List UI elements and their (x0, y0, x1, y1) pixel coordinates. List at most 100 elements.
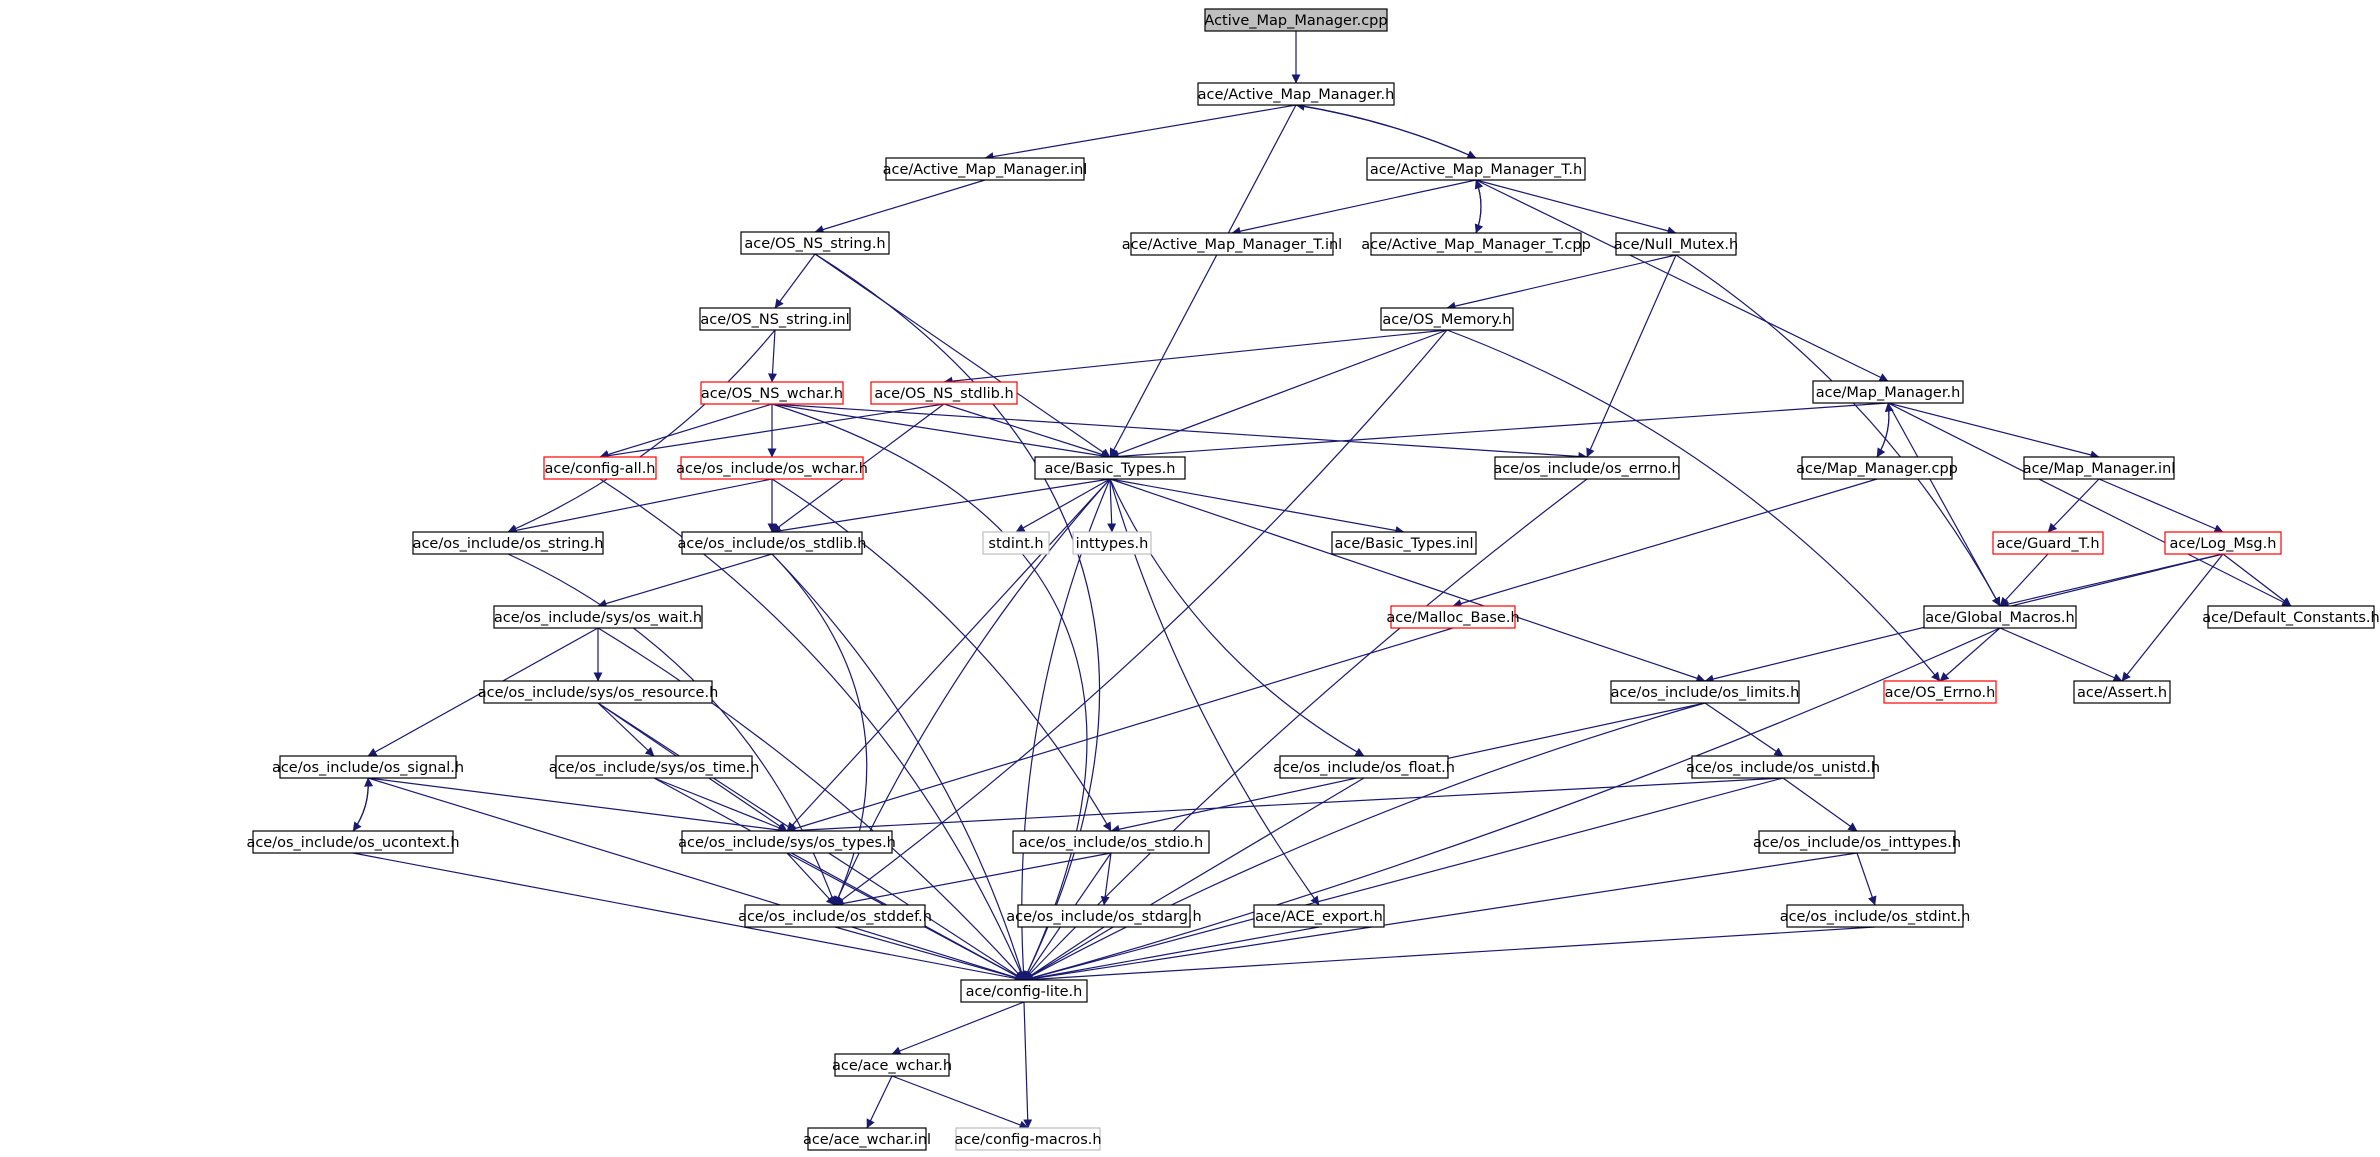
node-n38[interactable]: ace/os_include/os_ucontext.h (246, 830, 460, 854)
node-label: Active_Map_Manager.cpp (1204, 13, 1387, 29)
node-n6[interactable]: ace/Active_Map_Manager_T.cpp (1361, 232, 1591, 256)
edge-n15-to-n39 (786, 478, 1111, 832)
edge-n1-to-n3 (1295, 104, 1477, 159)
edge-n44-to-n46 (1023, 926, 1320, 983)
node-box (279, 755, 457, 779)
node-layer: Active_Map_Manager.cpp ace/Active_Map_Man… (246, 8, 2380, 1151)
node-n25[interactable]: ace/Log_Msg.h (2164, 531, 2282, 555)
edge-n10-to-n15 (771, 403, 1111, 461)
edge-n39-to-n42 (786, 852, 836, 906)
node-n35[interactable]: ace/os_include/sys/os_time.h (549, 755, 760, 779)
node-n31[interactable]: ace/os_include/os_limits.h (1610, 680, 1800, 704)
node-n27[interactable]: ace/Malloc_Base.h (1386, 605, 1520, 629)
node-n15[interactable]: ace/Basic_Types.h (1034, 456, 1186, 480)
node-n7[interactable]: ace/Null_Mutex.h (1614, 232, 1738, 256)
edge-n7-to-n28 (1675, 254, 2001, 607)
edge-n2-to-n4 (814, 179, 986, 234)
node-box (1801, 456, 1953, 480)
node-n14[interactable]: ace/os_include/os_wchar.h (676, 456, 868, 480)
node-n20[interactable]: ace/os_include/os_stdlib.h (678, 531, 867, 555)
node-n43[interactable]: ace/os_include/os_stdarg.h (1006, 904, 1202, 928)
edge-n42-to-n46 (834, 926, 1025, 983)
edge-n3-to-n5 (1231, 179, 1477, 236)
node-box (1366, 157, 1586, 181)
node-n40[interactable]: ace/os_include/os_stdio.h (1012, 830, 1210, 854)
node-n10[interactable]: ace/OS_NS_wchar.h (700, 381, 844, 405)
edge-n27-to-n39 (786, 627, 1454, 833)
node-n1[interactable]: ace/Active_Map_Manager.h (1197, 82, 1395, 106)
node-n16[interactable]: ace/os_include/os_errno.h (1493, 456, 1681, 480)
node-n34[interactable]: ace/os_include/os_signal.h (272, 755, 464, 779)
node-box (1380, 307, 1514, 331)
node-box (834, 1053, 950, 1077)
node-n13[interactable]: ace/config-all.h (543, 456, 657, 480)
node-box (1615, 232, 1737, 256)
node-box (1012, 830, 1210, 854)
node-label: ace/Default_Constants.h (2202, 610, 2379, 626)
node-label: ace/ace_wchar.h (832, 1058, 952, 1074)
edge-n35-to-n39 (653, 777, 788, 833)
node-n22[interactable]: inttypes.h (1072, 531, 1152, 555)
node-n26[interactable]: ace/os_include/sys/os_wait.h (493, 605, 703, 629)
node-n19[interactable]: ace/os_include/os_string.h (412, 531, 604, 555)
node-box (807, 1127, 927, 1151)
edge-layer (352, 31, 2292, 1130)
node-n46[interactable]: ace/config-lite.h (960, 979, 1088, 1003)
edge-n15-to-n21 (1015, 478, 1111, 533)
node-n49[interactable]: ace/config-macros.h (954, 1127, 1102, 1151)
edge-n46-to-n47 (891, 1001, 1025, 1056)
node-label: ace/os_include/os_stdio.h (1019, 835, 1203, 851)
node-n47[interactable]: ace/ace_wchar.h (832, 1053, 952, 1077)
node-n32[interactable]: ace/OS_Errno.h (1883, 680, 1997, 704)
node-n12[interactable]: ace/Map_Manager.h (1812, 380, 1964, 404)
node-n33[interactable]: ace/Assert.h (2073, 680, 2171, 704)
node-n39[interactable]: ace/os_include/sys/os_types.h (678, 830, 896, 854)
node-n4[interactable]: ace/OS_NS_string.h (740, 231, 890, 255)
node-label: ace/os_include/os_limits.h (1611, 685, 1800, 701)
node-n18[interactable]: ace/Map_Manager.inl (2023, 456, 2176, 480)
node-n41[interactable]: ace/os_include/os_inttypes.h (1753, 830, 1961, 854)
node-n17[interactable]: ace/Map_Manager.cpp (1796, 456, 1958, 480)
node-n9[interactable]: ace/OS_Memory.h (1380, 307, 1514, 331)
node-box (960, 979, 1088, 1003)
edge-n47-to-n48 (866, 1075, 893, 1129)
node-label: ace/os_include/sys/os_time.h (549, 760, 760, 776)
edge-n31-to-n46 (1023, 702, 1706, 981)
edge-n34-to-n46 (367, 777, 1025, 982)
node-n45[interactable]: ace/os_include/os_stdint.h (1780, 904, 1971, 928)
node-n24[interactable]: ace/Guard_T.h (1992, 531, 2104, 555)
node-label: ace/ACE_export.h (1255, 909, 1383, 925)
node-n0[interactable]: Active_Map_Manager.cpp (1204, 8, 1388, 32)
node-label: ace/config-macros.h (954, 1132, 1101, 1148)
edge-n1-to-n2 (984, 104, 1297, 161)
node-n30[interactable]: ace/os_include/sys/os_resource.h (478, 680, 719, 704)
node-n8[interactable]: ace/OS_NS_string.inl (699, 307, 851, 331)
node-box (1758, 830, 1956, 854)
edge-n15-to-n20 (771, 478, 1111, 536)
node-n36[interactable]: ace/os_include/os_float.h (1273, 755, 1455, 779)
node-n37[interactable]: ace/os_include/os_unistd.h (1686, 755, 1880, 779)
node-n23[interactable]: ace/Basic_Types.inl (1331, 531, 1477, 555)
node-n11[interactable]: ace/OS_NS_stdlib.h (870, 381, 1018, 405)
edge-n15-to-n22 (1107, 478, 1117, 533)
edge-n38-to-n46 (352, 852, 1025, 983)
node-box (1923, 605, 2077, 629)
edge-n37-to-n39 (786, 777, 1784, 836)
node-label: ace/Log_Msg.h (2170, 536, 2277, 552)
node-n2[interactable]: ace/Active_Map_Manager.inl (883, 157, 1088, 181)
node-box (2207, 605, 2375, 629)
node-box (699, 307, 851, 331)
edge-n28-to-n32 (1939, 627, 2001, 682)
node-label: ace/Map_Manager.cpp (1796, 461, 1958, 477)
node-n28[interactable]: ace/Global_Macros.h (1923, 605, 2077, 629)
node-n5[interactable]: ace/Active_Map_Manager_T.inl (1122, 232, 1342, 256)
node-n48[interactable]: ace/ace_wchar.inl (803, 1127, 931, 1151)
node-label: ace/os_include/sys/os_wait.h (494, 610, 702, 626)
node-n29[interactable]: ace/Default_Constants.h (2202, 605, 2380, 629)
node-n42[interactable]: ace/os_include/os_stddef.h (738, 904, 932, 928)
node-n21[interactable]: stdint.h (982, 531, 1050, 555)
edge-n25-to-n33 (2121, 553, 2224, 682)
node-n3[interactable]: ace/Active_Map_Manager_T.h (1366, 157, 1586, 181)
edge-n37-to-n41 (1782, 777, 1858, 832)
node-n44[interactable]: ace/ACE_export.h (1253, 904, 1385, 928)
